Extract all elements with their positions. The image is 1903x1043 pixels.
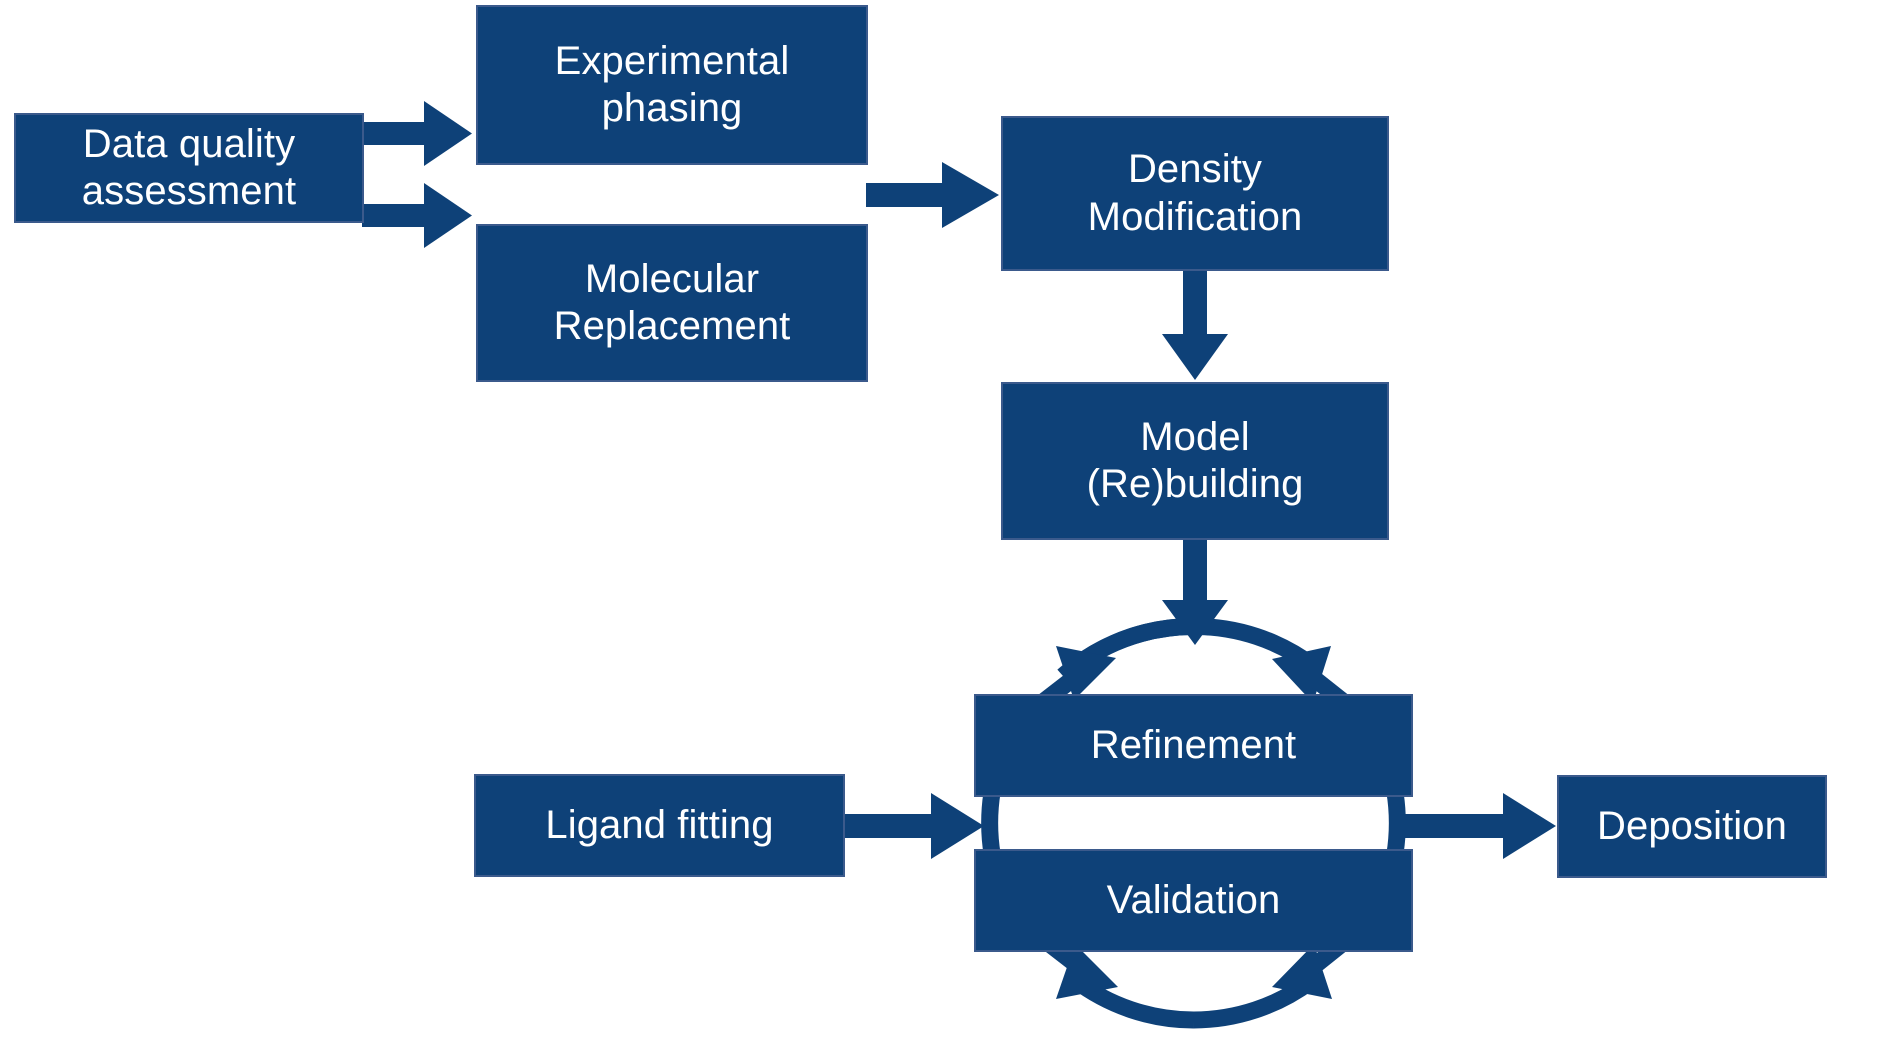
arrow-dqa-to-molecular-replacement (362, 183, 472, 248)
arrow-refinement-to-deposition (1403, 793, 1556, 859)
node-model-rebuilding[interactable]: Model (Re)building (1001, 382, 1389, 540)
node-refinement[interactable]: Refinement (974, 694, 1413, 797)
node-ligand-fitting[interactable]: Ligand fitting (474, 774, 845, 877)
arrow-density-modification-to-model-rebuilding (1162, 271, 1228, 380)
arrow-phasing-to-density-modification (866, 162, 999, 228)
node-molecular-replacement[interactable]: Molecular Replacement (476, 224, 868, 382)
refinement-validation-cycle-arrow (981, 617, 1406, 1029)
node-density-modification[interactable]: Density Modification (1001, 116, 1389, 271)
node-experimental-phasing[interactable]: Experimental phasing (476, 5, 868, 165)
node-data-quality-assessment[interactable]: Data quality assessment (14, 113, 364, 223)
arrow-ligand-fitting-to-refinement (845, 793, 984, 859)
node-deposition[interactable]: Deposition (1557, 775, 1827, 878)
node-validation[interactable]: Validation (974, 849, 1413, 952)
arrow-dqa-to-experimental-phasing (362, 101, 472, 166)
arrow-model-rebuilding-to-refinement (1162, 540, 1228, 645)
